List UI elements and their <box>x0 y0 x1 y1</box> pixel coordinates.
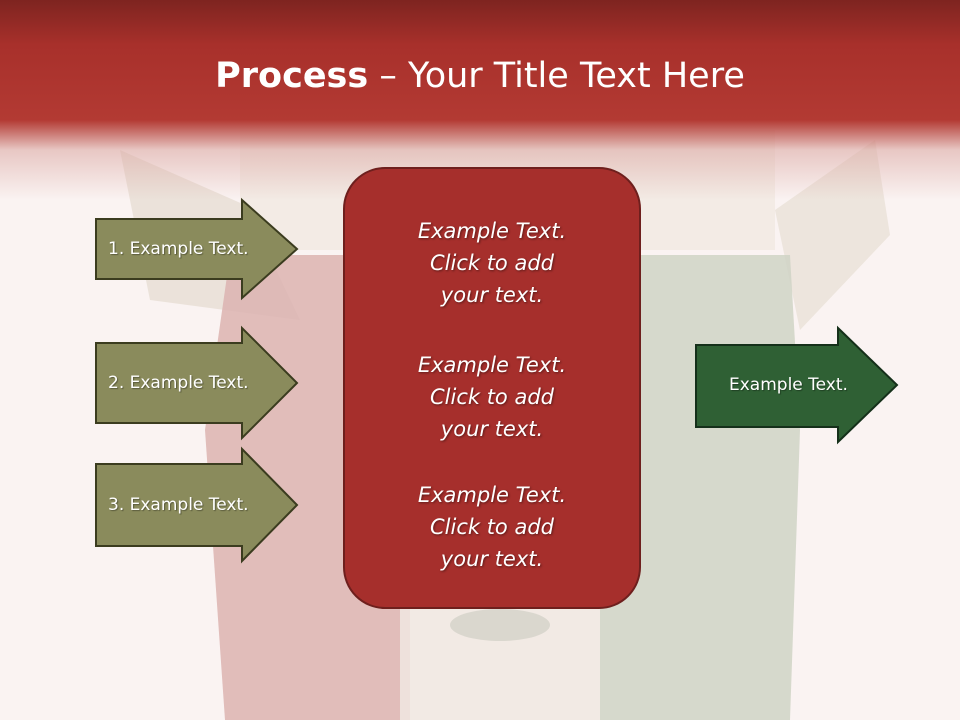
arrow-shape <box>95 325 299 441</box>
center-line: Example Text. <box>417 483 567 507</box>
arrow-shape <box>95 197 299 301</box>
center-line: your text. <box>440 417 544 441</box>
center-line: Click to add <box>429 251 554 275</box>
header-band <box>0 0 960 200</box>
arrow-shape <box>95 446 299 564</box>
title-rest: – Your Title Text Here <box>368 56 745 96</box>
center-line: your text. <box>440 283 544 307</box>
center-line: Click to add <box>429 385 554 409</box>
center-text-box[interactable]: Example Text. Click to add your text. Ex… <box>343 167 641 609</box>
slide-title[interactable]: Process – Your Title Text Here <box>0 52 960 100</box>
center-line: your text. <box>440 547 544 571</box>
center-text-block: Example Text. Click to add your text. <box>345 349 639 445</box>
center-line: Example Text. <box>417 219 567 243</box>
center-text-block: Example Text. Click to add your text. <box>345 215 639 311</box>
arrow-shape <box>695 325 899 445</box>
step-arrow-3[interactable]: 3. Example Text. <box>95 446 299 564</box>
step-label: 3. Example Text. <box>108 495 249 515</box>
result-arrow[interactable]: Example Text. <box>695 325 899 445</box>
step-arrow-2[interactable]: 2. Example Text. <box>95 325 299 441</box>
step-label: 2. Example Text. <box>108 373 249 393</box>
center-line: Click to add <box>429 515 554 539</box>
step-arrow-1[interactable]: 1. Example Text. <box>95 197 299 301</box>
result-label: Example Text. <box>729 375 848 395</box>
center-text-block: Example Text. Click to add your text. <box>345 479 639 575</box>
center-line: Example Text. <box>417 353 567 377</box>
emblem <box>450 609 550 641</box>
step-label: 1. Example Text. <box>108 239 249 259</box>
title-bold: Process <box>215 56 369 96</box>
